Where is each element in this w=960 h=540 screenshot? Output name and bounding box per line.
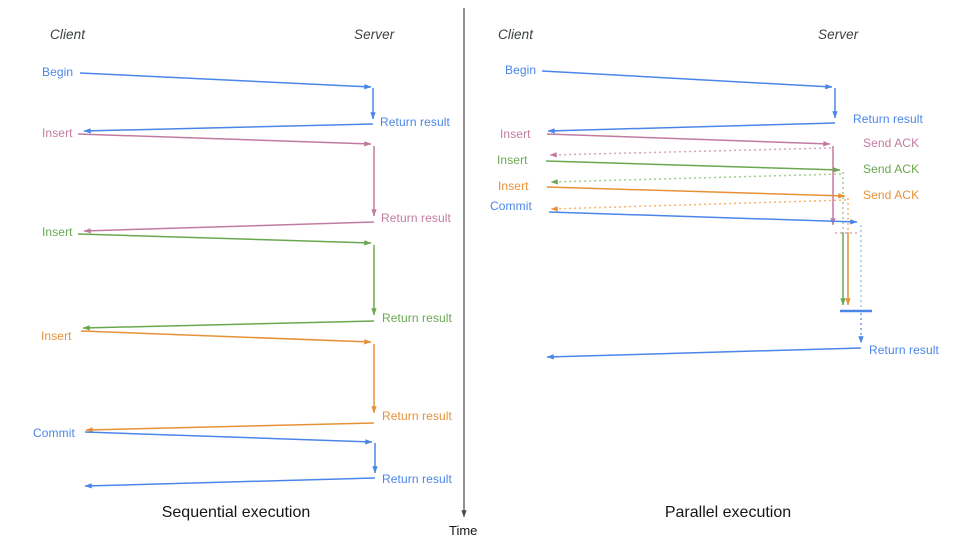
response-arrow-insert-2 (82, 320, 375, 331)
response-arrow-commit (546, 347, 862, 360)
return-result-label: Return result (382, 472, 452, 486)
lane-header-client: Client (498, 27, 534, 42)
response-arrow-insert-1 (83, 221, 375, 234)
request-arrow-insert-2 (545, 160, 841, 173)
request-arrow-commit (84, 431, 373, 445)
ack-arrow-insert-2 (550, 173, 842, 185)
return-result-label: Return result (382, 409, 452, 423)
message-label-begin: Begin (505, 63, 537, 77)
ack-arrow-insert-1 (549, 147, 832, 158)
ack-arrow-insert-3 (550, 199, 847, 212)
message-label-commit: Commit (33, 426, 75, 440)
response-arrow-begin (547, 122, 836, 134)
return-result-label: Return result (381, 211, 451, 225)
return-result-label: Return result (380, 115, 450, 129)
send-ack-label: Send ACK (863, 136, 920, 150)
message-label-insert: Insert (42, 126, 73, 140)
sequential-execution-title: Sequential execution (161, 504, 311, 521)
lane-header-client: Client (50, 27, 86, 42)
return-result-label: Return result (382, 311, 452, 325)
message-label-begin: Begin (42, 65, 74, 79)
request-arrow-insert-1 (546, 133, 831, 147)
request-arrow-insert-1 (77, 133, 372, 147)
return-result-label: Return result (853, 112, 923, 126)
send-ack-label: Send ACK (863, 162, 920, 176)
message-label-insert: Insert (500, 127, 531, 141)
request-arrow-begin (79, 72, 372, 90)
message-label-commit: Commit (490, 199, 532, 213)
return-result-label: Return result (869, 343, 939, 357)
send-ack-label: Send ACK (863, 188, 920, 202)
response-arrow-begin (83, 123, 374, 134)
request-arrow-insert-3 (80, 330, 372, 345)
message-label-insert: Insert (497, 153, 528, 167)
lane-header-server: Server (818, 27, 859, 42)
request-arrow-commit (548, 211, 858, 225)
parallel-execution-title: Parallel execution (664, 504, 792, 521)
message-label-insert: Insert (498, 179, 529, 193)
time-axis-label: Time (449, 523, 478, 538)
response-arrow-commit (84, 477, 376, 489)
message-label-insert: Insert (41, 329, 72, 343)
request-arrow-insert-2 (77, 233, 372, 246)
request-arrow-begin (541, 70, 833, 90)
response-arrow-insert-3 (85, 422, 375, 433)
lane-header-server: Server (354, 27, 395, 42)
request-arrow-insert-3 (546, 186, 846, 199)
message-label-insert: Insert (42, 225, 73, 239)
